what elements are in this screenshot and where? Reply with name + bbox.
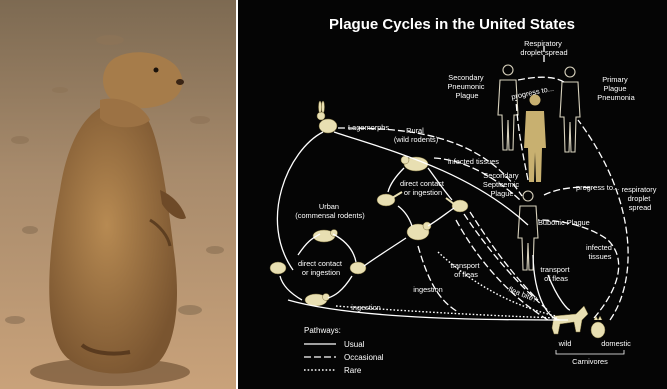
- legend-usual-label: Usual: [344, 340, 365, 349]
- legend-title: Pathways:: [304, 326, 341, 335]
- label-infected-tissues-top: infected tissues: [448, 157, 499, 166]
- label-lagomorphs: Lagomorphs: [348, 123, 389, 132]
- legend-occasional-label: Occasional: [344, 353, 384, 362]
- diagram-title: Plague Cycles in the United States: [329, 16, 575, 33]
- label-transport-fleas-right: transport of fleas: [540, 265, 571, 283]
- label-carnivores: Carnivores: [572, 357, 608, 366]
- prairie-dog-photo: [0, 0, 236, 389]
- label-wild: wild: [558, 339, 572, 348]
- label-respiratory-droplet-top: Respiratory droplet spread: [520, 39, 567, 57]
- label-ingestion-left: ingestion: [413, 285, 443, 294]
- label-domestic: domestic: [601, 339, 631, 348]
- plague-cycle-diagram: Plague Cycles in the United States: [238, 0, 667, 389]
- label-bubonic: Bubonic Plague: [538, 218, 590, 227]
- label-ingestion-bottom: ingestion: [351, 303, 381, 312]
- urban-squirrel-right-icon: [350, 262, 366, 274]
- legend-rare-label: Rare: [344, 366, 362, 375]
- label-direct-contact-urban: direct contact or ingestion: [298, 259, 344, 277]
- label-transport-fleas-left: transport of fleas: [450, 261, 481, 279]
- urban-squirrel-left-icon: [270, 262, 286, 274]
- label-infected-tissues-right: infected tissues: [586, 243, 614, 261]
- label-progress-mid: progress to...: [576, 183, 619, 192]
- label-direct-contact-rural: direct contact or ingestion: [400, 179, 446, 197]
